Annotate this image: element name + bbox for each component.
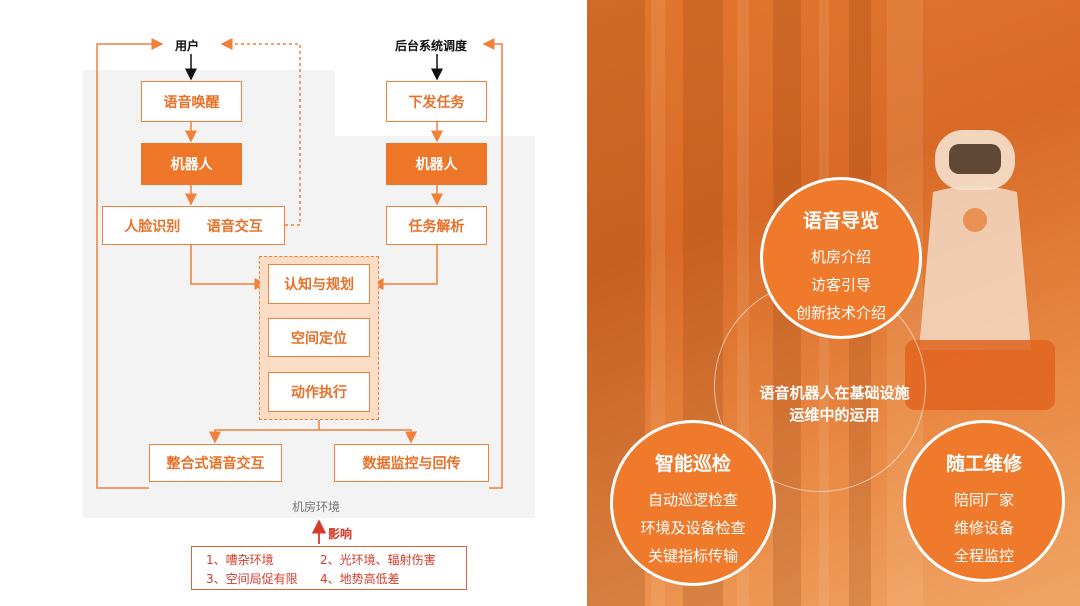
feature-title: 智能巡检 xyxy=(654,453,731,475)
feature-item: 机房介绍 xyxy=(810,248,871,266)
feature-item: 创新技术介绍 xyxy=(795,304,886,322)
task-parse-box: 任务解析 xyxy=(386,206,487,245)
face-recognition-label: 人脸识别 xyxy=(124,218,181,235)
impact-item: 4、地势高低差 xyxy=(320,572,400,586)
center-caption-line2: 运维中的运用 xyxy=(789,406,880,424)
influence-label: 影响 xyxy=(328,527,353,541)
center-caption-line1: 语音机器人在基础设施 xyxy=(759,384,910,402)
feature-title: 随工维修 xyxy=(945,453,1022,475)
feature-item: 维修设备 xyxy=(953,519,1014,537)
cognition-planning-box: 认知与规划 xyxy=(268,264,370,304)
dispatch-task-box: 下发任务 xyxy=(386,81,487,122)
action-execution-box: 动作执行 xyxy=(268,372,370,412)
feature-title: 语音导览 xyxy=(802,210,879,232)
robot-silhouette xyxy=(905,130,1055,410)
robot-right-box: 机器人 xyxy=(386,143,487,185)
feature-item: 自动巡逻检查 xyxy=(647,491,738,509)
user-label: 用户 xyxy=(175,39,200,53)
datacenter-photo-panel: 语音机器人在基础设施 运维中的运用 语音导览 机房介绍 访客引导 创新技术介绍 … xyxy=(587,0,1080,606)
integrated-voice-box: 整合式语音交互 xyxy=(149,444,282,482)
feature-smart-inspection: 智能巡检 自动巡逻检查 环境及设备检查 关键指标传输 xyxy=(610,420,776,586)
environment-label: 机房环境 xyxy=(292,500,341,514)
spatial-positioning-box: 空间定位 xyxy=(268,318,370,357)
impact-item: 2、光环境、辐射伤害 xyxy=(320,553,436,567)
feature-item: 全程监控 xyxy=(953,547,1014,565)
feature-voice-tour: 语音导览 机房介绍 访客引导 创新技术介绍 xyxy=(760,177,922,339)
face-voice-box: 人脸识别 语音交互 xyxy=(102,206,285,245)
connector-lines xyxy=(96,38,503,544)
feature-item: 环境及设备检查 xyxy=(640,519,746,537)
feature-item: 访客引导 xyxy=(810,276,871,294)
voice-interaction-label: 语音交互 xyxy=(206,218,263,235)
data-monitoring-box: 数据监控与回传 xyxy=(334,444,489,482)
feature-item: 陪同厂家 xyxy=(953,491,1014,509)
center-caption: 语音机器人在基础设施 运维中的运用 xyxy=(727,382,942,426)
backend-scheduling-label: 后台系统调度 xyxy=(395,39,468,53)
impact-item: 3、空间局促有限 xyxy=(206,572,298,586)
robot-left-box: 机器人 xyxy=(141,143,242,185)
feature-item: 关键指标传输 xyxy=(647,547,738,565)
voice-wake-box: 语音唤醒 xyxy=(141,81,242,122)
impact-list-box: 1、嘈杂环境 2、光环境、辐射伤害 3、空间局促有限 4、地势高低差 xyxy=(191,546,467,590)
impact-item: 1、嘈杂环境 xyxy=(206,553,274,567)
feature-accompanied-repair: 随工维修 陪同厂家 维修设备 全程监控 xyxy=(903,420,1065,582)
